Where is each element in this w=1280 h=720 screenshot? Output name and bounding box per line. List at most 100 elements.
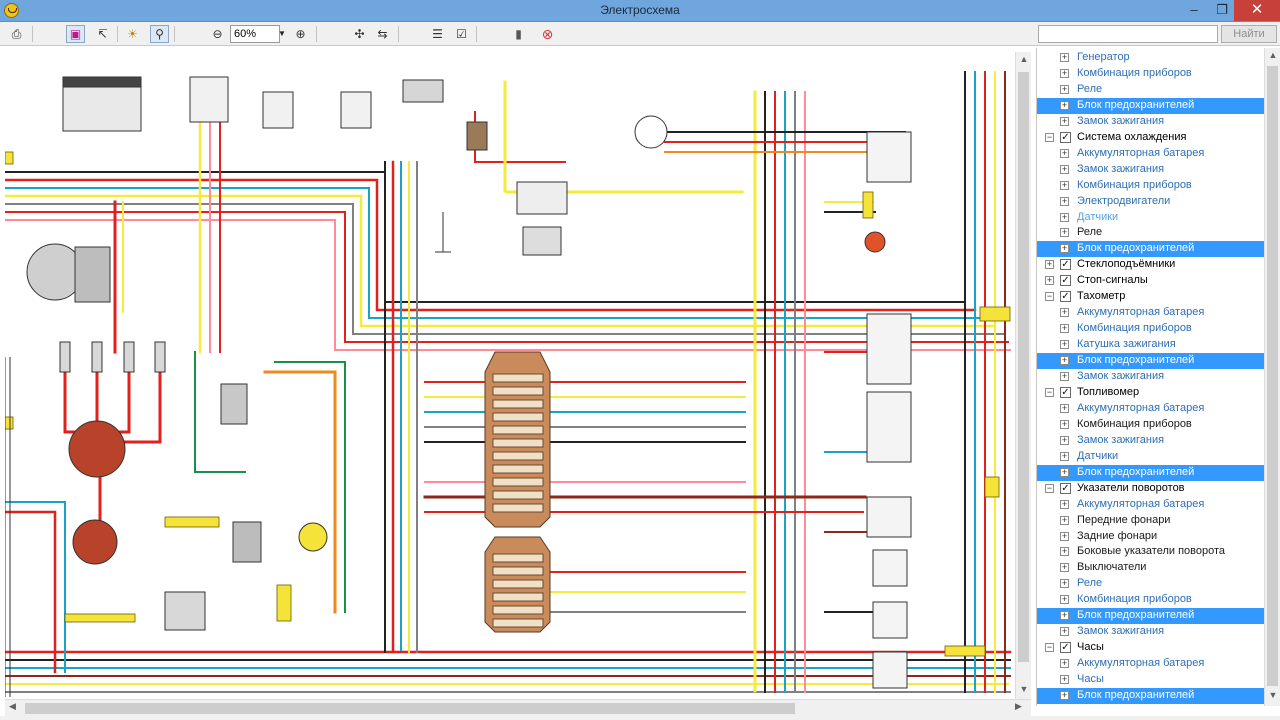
close-button[interactable]: ✕	[1234, 0, 1280, 21]
tree-leaf-item[interactable]: +Замок зажигания	[1037, 624, 1265, 640]
collapse-icon[interactable]: −	[1045, 482, 1054, 493]
tree-leaf-item[interactable]: +Задние фонари	[1037, 529, 1265, 545]
swap-icon[interactable]: ⇆	[377, 27, 388, 41]
scroll-up-icon[interactable]: ▲	[1268, 50, 1278, 60]
zoom-level-field[interactable]: 60%	[230, 25, 280, 43]
tree-checkbox[interactable]: ✓	[1060, 259, 1071, 271]
expand-icon[interactable]: +	[1060, 371, 1069, 381]
tree-group-item[interactable]: −✓Указатели поворотов	[1037, 481, 1265, 497]
tree-leaf-item[interactable]: +Блок предохранителей	[1037, 608, 1265, 625]
diagram-horizontal-scrollbar[interactable]: ◀ ▶	[5, 699, 1031, 716]
expand-icon[interactable]: +	[1060, 546, 1069, 557]
scroll-left-icon[interactable]: ◀	[9, 701, 16, 711]
tree-leaf-item[interactable]: +Часы	[1037, 672, 1265, 688]
scroll-down-icon[interactable]: ▼	[1019, 684, 1029, 694]
tree-group-item[interactable]: −✓Тахометр	[1037, 289, 1265, 305]
list-icon[interactable]: ☰	[432, 27, 443, 41]
expand-icon[interactable]: +	[1060, 674, 1069, 685]
tree-leaf-item[interactable]: +Замок зажигания	[1037, 114, 1265, 130]
link-icon[interactable]: ↸	[97, 27, 108, 41]
expand-icon[interactable]: +	[1060, 626, 1069, 637]
collapse-icon[interactable]: −	[1045, 291, 1054, 302]
select-icon[interactable]: ▣	[66, 25, 85, 43]
tree-leaf-item[interactable]: +Датчики	[1037, 210, 1265, 226]
expand-icon[interactable]: +	[1060, 530, 1069, 541]
fit-icon[interactable]: ✣	[354, 27, 365, 41]
expand-icon[interactable]: +	[1060, 52, 1069, 62]
tree-scrollbar[interactable]: ▲ ▼	[1264, 48, 1280, 706]
tree-leaf-item[interactable]: +Аккумуляторная батарея	[1037, 146, 1265, 162]
search-button[interactable]: Найти	[1221, 25, 1277, 43]
expand-icon[interactable]: +	[1060, 562, 1069, 573]
diagram-vertical-scrollbar[interactable]: ▲ ▼	[1015, 52, 1031, 699]
expand-icon[interactable]: +	[1045, 259, 1054, 270]
tree-checkbox[interactable]: ✓	[1060, 291, 1071, 303]
scroll-thumb[interactable]	[1018, 72, 1029, 662]
wiring-diagram-canvas[interactable]	[5, 52, 1015, 699]
expand-icon[interactable]: +	[1060, 466, 1069, 477]
tree-group-item[interactable]: −✓Система охлаждения	[1037, 130, 1265, 146]
tree-leaf-item[interactable]: +Замок зажигания	[1037, 433, 1265, 449]
tree-leaf-item[interactable]: +Блок предохранителей	[1037, 353, 1265, 370]
tree-leaf-item[interactable]: +Комбинация приборов	[1037, 178, 1265, 194]
expand-icon[interactable]: +	[1060, 243, 1069, 254]
tree-leaf-item[interactable]: +Катушка зажигания	[1037, 337, 1265, 353]
collapse-icon[interactable]: −	[1045, 131, 1054, 142]
tree-leaf-item[interactable]: +Комбинация приборов	[1037, 321, 1265, 337]
expand-icon[interactable]: +	[1060, 498, 1069, 509]
expand-icon[interactable]: +	[1060, 323, 1069, 334]
expand-icon[interactable]: +	[1060, 355, 1069, 366]
eraser-icon[interactable]: ▮	[515, 27, 522, 41]
scroll-right-icon[interactable]: ▶	[1015, 701, 1022, 711]
expand-icon[interactable]: +	[1060, 402, 1069, 413]
tree-leaf-item[interactable]: +Боковые указатели поворота	[1037, 544, 1265, 560]
expand-icon[interactable]: +	[1045, 275, 1054, 286]
expand-icon[interactable]: +	[1060, 211, 1069, 222]
zoom-out-icon[interactable]: ⊖	[212, 27, 223, 41]
expand-icon[interactable]: +	[1060, 83, 1069, 94]
tree-leaf-item[interactable]: +Аккумуляторная батарея	[1037, 656, 1265, 672]
zoom-dropdown-arrow-icon[interactable]: ▼	[278, 29, 286, 38]
stop-icon[interactable]: ⊗	[541, 25, 554, 42]
scroll-up-icon[interactable]: ▲	[1019, 54, 1029, 64]
tree-leaf-item[interactable]: +Комбинация приборов	[1037, 66, 1265, 82]
search-input[interactable]	[1038, 25, 1218, 43]
tree-leaf-item[interactable]: +Электродвигатели	[1037, 194, 1265, 210]
scroll-thumb[interactable]	[1267, 66, 1278, 686]
maximize-button[interactable]: ❐	[1216, 2, 1228, 17]
expand-icon[interactable]: +	[1060, 147, 1069, 158]
tree-leaf-item[interactable]: +Блок предохранителей	[1037, 464, 1265, 481]
expand-icon[interactable]: +	[1060, 658, 1069, 669]
expand-icon[interactable]: +	[1060, 450, 1069, 461]
tree-checkbox[interactable]: ✓	[1060, 642, 1071, 654]
list-check-icon[interactable]: ☑	[456, 27, 467, 41]
scroll-down-icon[interactable]: ▼	[1268, 690, 1278, 700]
expand-icon[interactable]: +	[1060, 179, 1069, 190]
tree-leaf-item[interactable]: +Реле	[1037, 576, 1265, 592]
expand-icon[interactable]: +	[1060, 99, 1069, 110]
tree-leaf-item[interactable]: +Блок предохранителей	[1037, 97, 1265, 114]
expand-icon[interactable]: +	[1060, 195, 1069, 206]
tree-group-item[interactable]: +✓Стеклоподъёмники	[1037, 257, 1265, 273]
find-icon[interactable]: ⚲	[150, 25, 169, 43]
collapse-icon[interactable]: −	[1045, 642, 1054, 653]
zoom-in-icon[interactable]: ⊕	[295, 27, 306, 41]
tree-leaf-item[interactable]: +Комбинация приборов	[1037, 592, 1265, 608]
tree-group-item[interactable]: −✓Часы	[1037, 640, 1265, 656]
expand-icon[interactable]: +	[1060, 227, 1069, 238]
tree-leaf-item[interactable]: +Замок зажигания	[1037, 369, 1265, 385]
expand-icon[interactable]: +	[1060, 514, 1069, 525]
tree-leaf-item[interactable]: +Аккумуляторная батарея	[1037, 305, 1265, 321]
expand-icon[interactable]: +	[1060, 610, 1069, 621]
expand-icon[interactable]: +	[1060, 339, 1069, 350]
expand-icon[interactable]: +	[1060, 434, 1069, 445]
expand-icon[interactable]: +	[1060, 67, 1069, 78]
tree-checkbox[interactable]: ✓	[1060, 131, 1071, 143]
tree-leaf-item[interactable]: +Комбинация приборов	[1037, 417, 1265, 433]
expand-icon[interactable]: +	[1060, 594, 1069, 605]
tree-leaf-item[interactable]: +Реле	[1037, 82, 1265, 98]
tree-leaf-item[interactable]: +Генератор	[1037, 50, 1265, 66]
minimize-button[interactable]: –	[1190, 2, 1198, 17]
bulb-icon[interactable]: ☀	[127, 27, 138, 41]
expand-icon[interactable]: +	[1060, 115, 1069, 126]
